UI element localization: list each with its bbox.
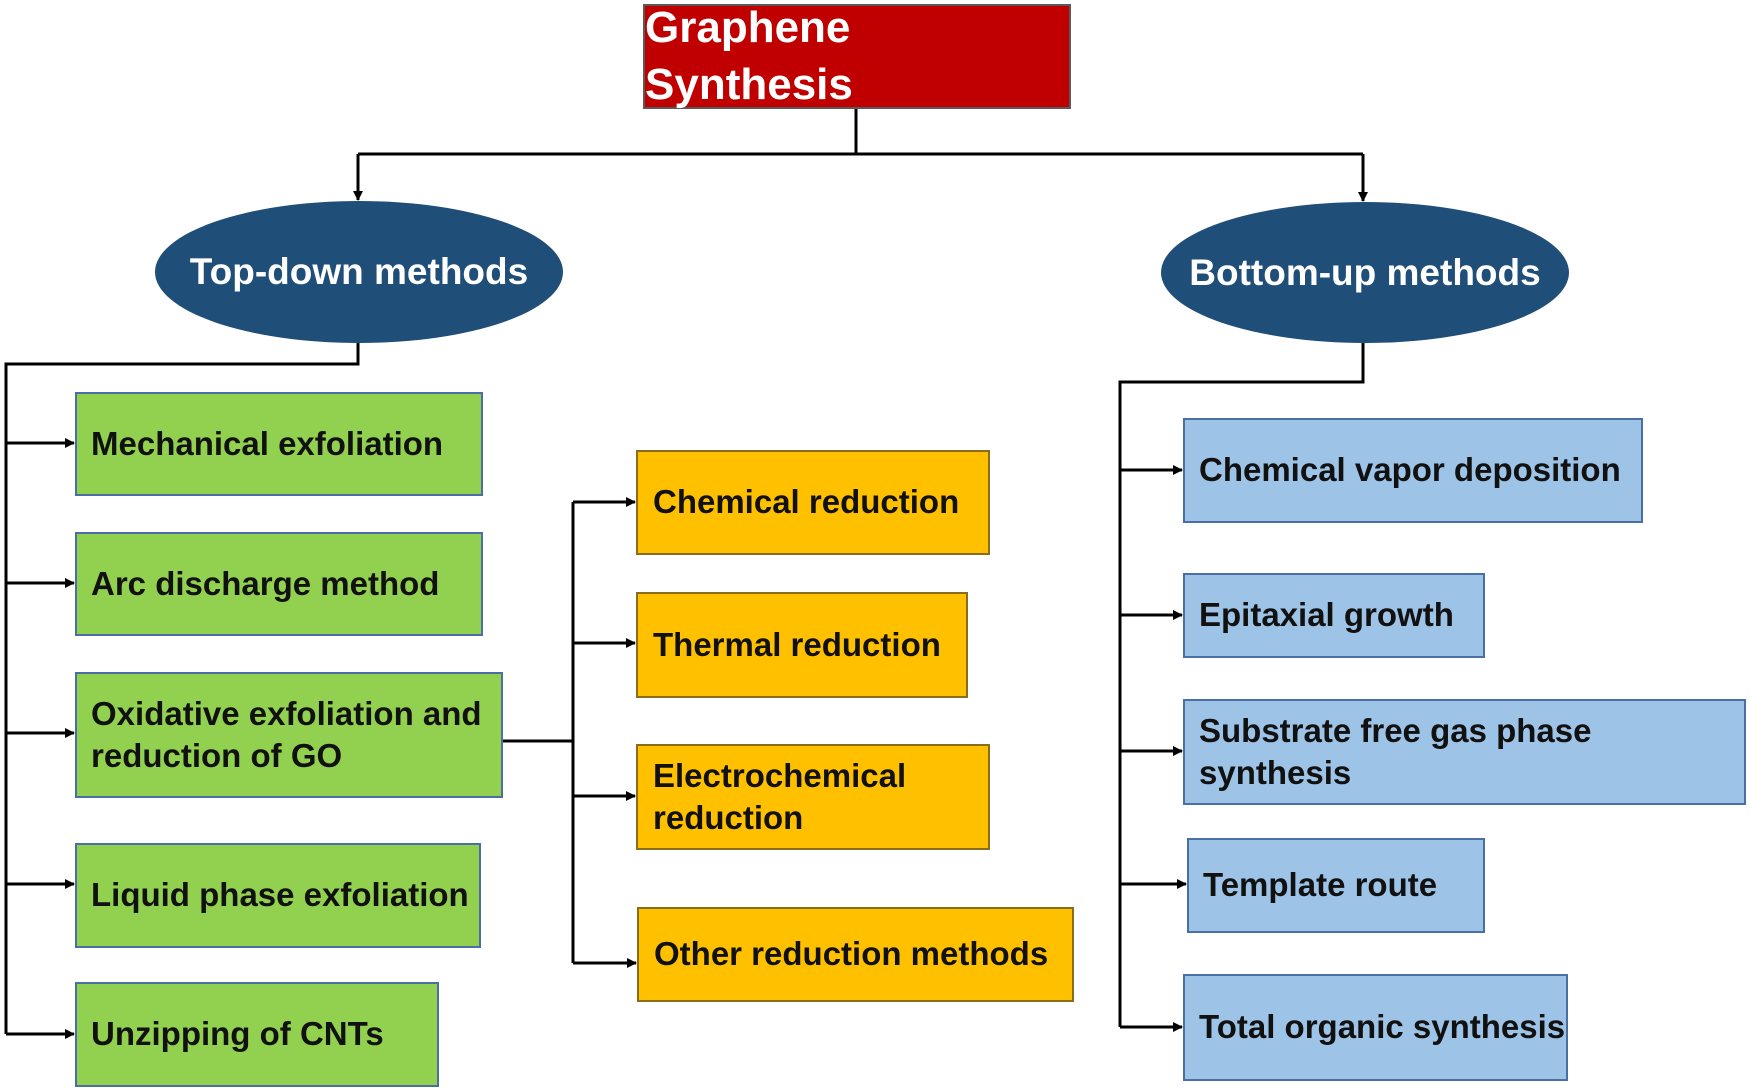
liquid-phase-exfoliation-node: Liquid phase exfoliation: [75, 843, 481, 948]
chemical-reduction-node: Chemical reduction: [636, 450, 990, 555]
thermal-reduction-node: Thermal reduction: [636, 592, 968, 698]
arc-discharge-node: Arc discharge method: [75, 532, 483, 636]
reduction-trunk: [503, 502, 575, 963]
other-reduction-methods-node: Other reduction methods: [637, 907, 1074, 1002]
bottom-up-methods-node: Bottom-up methods: [1161, 202, 1569, 343]
oxidative-exfoliation-node: Oxidative exfoliation and reduction of G…: [75, 672, 503, 798]
template-route-node: Template route: [1187, 838, 1485, 933]
mechanical-exfoliation-node: Mechanical exfoliation: [75, 392, 483, 496]
unzipping-cnts-node: Unzipping of CNTs: [75, 982, 439, 1087]
bottom-up-trunk: [1118, 343, 1365, 1027]
substrate-free-gas-phase-node: Substrate free gas phase synthesis: [1183, 699, 1746, 805]
total-organic-synthesis-node: Total organic synthesis: [1183, 974, 1568, 1081]
diagram-title: Graphene Synthesis: [643, 3, 1071, 109]
electrochemical-reduction-node: Electrochemical reduction: [636, 744, 990, 850]
chemical-vapor-deposition-node: Chemical vapor deposition: [1183, 418, 1643, 523]
top-down-methods-node: Top-down methods: [155, 201, 563, 343]
root-connector: [358, 109, 1363, 156]
epitaxial-growth-node: Epitaxial growth: [1183, 573, 1485, 658]
top-down-trunk: [4, 343, 360, 1034]
